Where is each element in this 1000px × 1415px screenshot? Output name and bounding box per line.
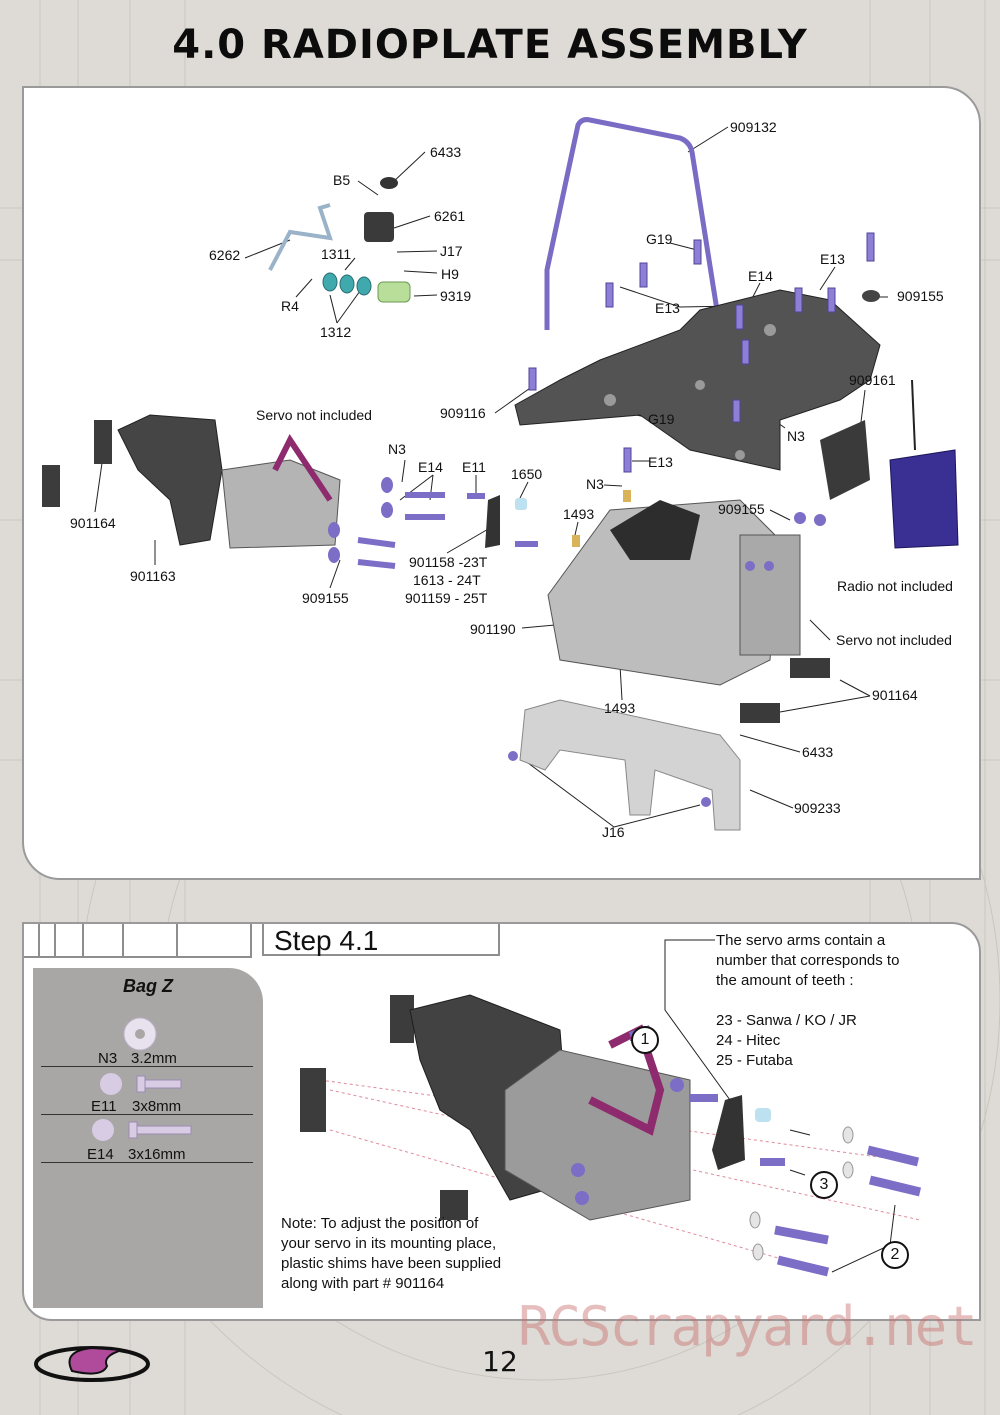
bag-item-n3: N3 3.2mm bbox=[41, 1046, 253, 1067]
label-6433: 6433 bbox=[802, 744, 834, 760]
step-tabs bbox=[24, 924, 252, 958]
label-e13: E13 bbox=[655, 300, 680, 316]
label-servo-arm-24t: 1613 - 24T bbox=[413, 572, 481, 588]
label-servo-arm-23t: 901158 -23T bbox=[409, 554, 488, 570]
label-e11: E11 bbox=[462, 459, 486, 475]
label-e13: E13 bbox=[820, 251, 845, 267]
label-909155: 909155 bbox=[718, 501, 765, 517]
callout-circle-1: 1 bbox=[631, 1026, 659, 1054]
label-909161: 909161 bbox=[849, 372, 896, 388]
label-909155: 909155 bbox=[897, 288, 944, 304]
label-g19: G19 bbox=[646, 231, 673, 247]
label-servo-arm-25t: 901159 - 25T bbox=[405, 590, 488, 606]
label-n3: N3 bbox=[787, 428, 805, 444]
label-1312: 1312 bbox=[320, 324, 352, 340]
label-1311: 1311 bbox=[321, 246, 352, 262]
label-g19: G19 bbox=[648, 411, 675, 427]
label-901164: 901164 bbox=[872, 687, 918, 703]
bag-parts-icons bbox=[92, 1017, 192, 1141]
label-6262: 6262 bbox=[209, 247, 241, 263]
label-servo-not-included: Servo not included bbox=[836, 632, 952, 648]
page-title: 4.0 RADIOPLATE ASSEMBLY bbox=[172, 22, 808, 68]
label-j17: J17 bbox=[440, 243, 463, 259]
label-n3: N3 bbox=[388, 441, 406, 457]
brand-logo bbox=[34, 1346, 150, 1382]
label-e13: E13 bbox=[648, 454, 673, 470]
label-909233: 909233 bbox=[794, 800, 841, 816]
label-909116: 909116 bbox=[440, 405, 486, 421]
label-6261: 6261 bbox=[434, 208, 466, 224]
label-radio-not-included: Radio not included bbox=[837, 578, 953, 594]
label-e14: E14 bbox=[748, 268, 773, 284]
label-e14: E14 bbox=[418, 459, 443, 475]
label-1493: 1493 bbox=[563, 506, 595, 522]
page-number: 12 bbox=[482, 1345, 518, 1378]
bag-z-panel: Bag Z N3 3.2mm E11 3x8mm E14 3x16mm bbox=[33, 968, 263, 1308]
bag-item-e11: E11 3x8mm bbox=[41, 1094, 253, 1115]
label-901164: 901164 bbox=[70, 515, 116, 531]
label-901190: 901190 bbox=[470, 621, 516, 637]
label-b5: B5 bbox=[333, 172, 351, 188]
callout-circle-3: 3 bbox=[810, 1171, 838, 1199]
label-n3: N3 bbox=[586, 476, 604, 492]
label-9319: 9319 bbox=[440, 288, 472, 304]
label-901163: 901163 bbox=[130, 568, 176, 584]
watermark: RCScrapyard.net bbox=[518, 1295, 978, 1358]
label-h9: H9 bbox=[441, 266, 459, 282]
label-1650: 1650 bbox=[511, 466, 543, 482]
exploded-assembly-diagram bbox=[42, 117, 959, 831]
servo-arm-callout: The servo arms contain a number that cor… bbox=[716, 932, 900, 1069]
label-1493: 1493 bbox=[604, 700, 636, 716]
label-j16: J16 bbox=[602, 824, 625, 840]
label-6433: 6433 bbox=[430, 144, 462, 160]
label-servo-not-included: Servo not included bbox=[256, 407, 372, 423]
callout-circle-2: 2 bbox=[881, 1241, 909, 1269]
step-title: Step 4.1 bbox=[262, 924, 500, 956]
adjustment-note: Note: To adjust the position of your ser… bbox=[281, 1215, 502, 1292]
bag-item-e14: E14 3x16mm bbox=[41, 1142, 253, 1163]
bag-title: Bag Z bbox=[122, 976, 173, 996]
label-909155: 909155 bbox=[302, 590, 349, 606]
label-r4: R4 bbox=[281, 298, 299, 314]
label-909132: 909132 bbox=[730, 119, 777, 135]
